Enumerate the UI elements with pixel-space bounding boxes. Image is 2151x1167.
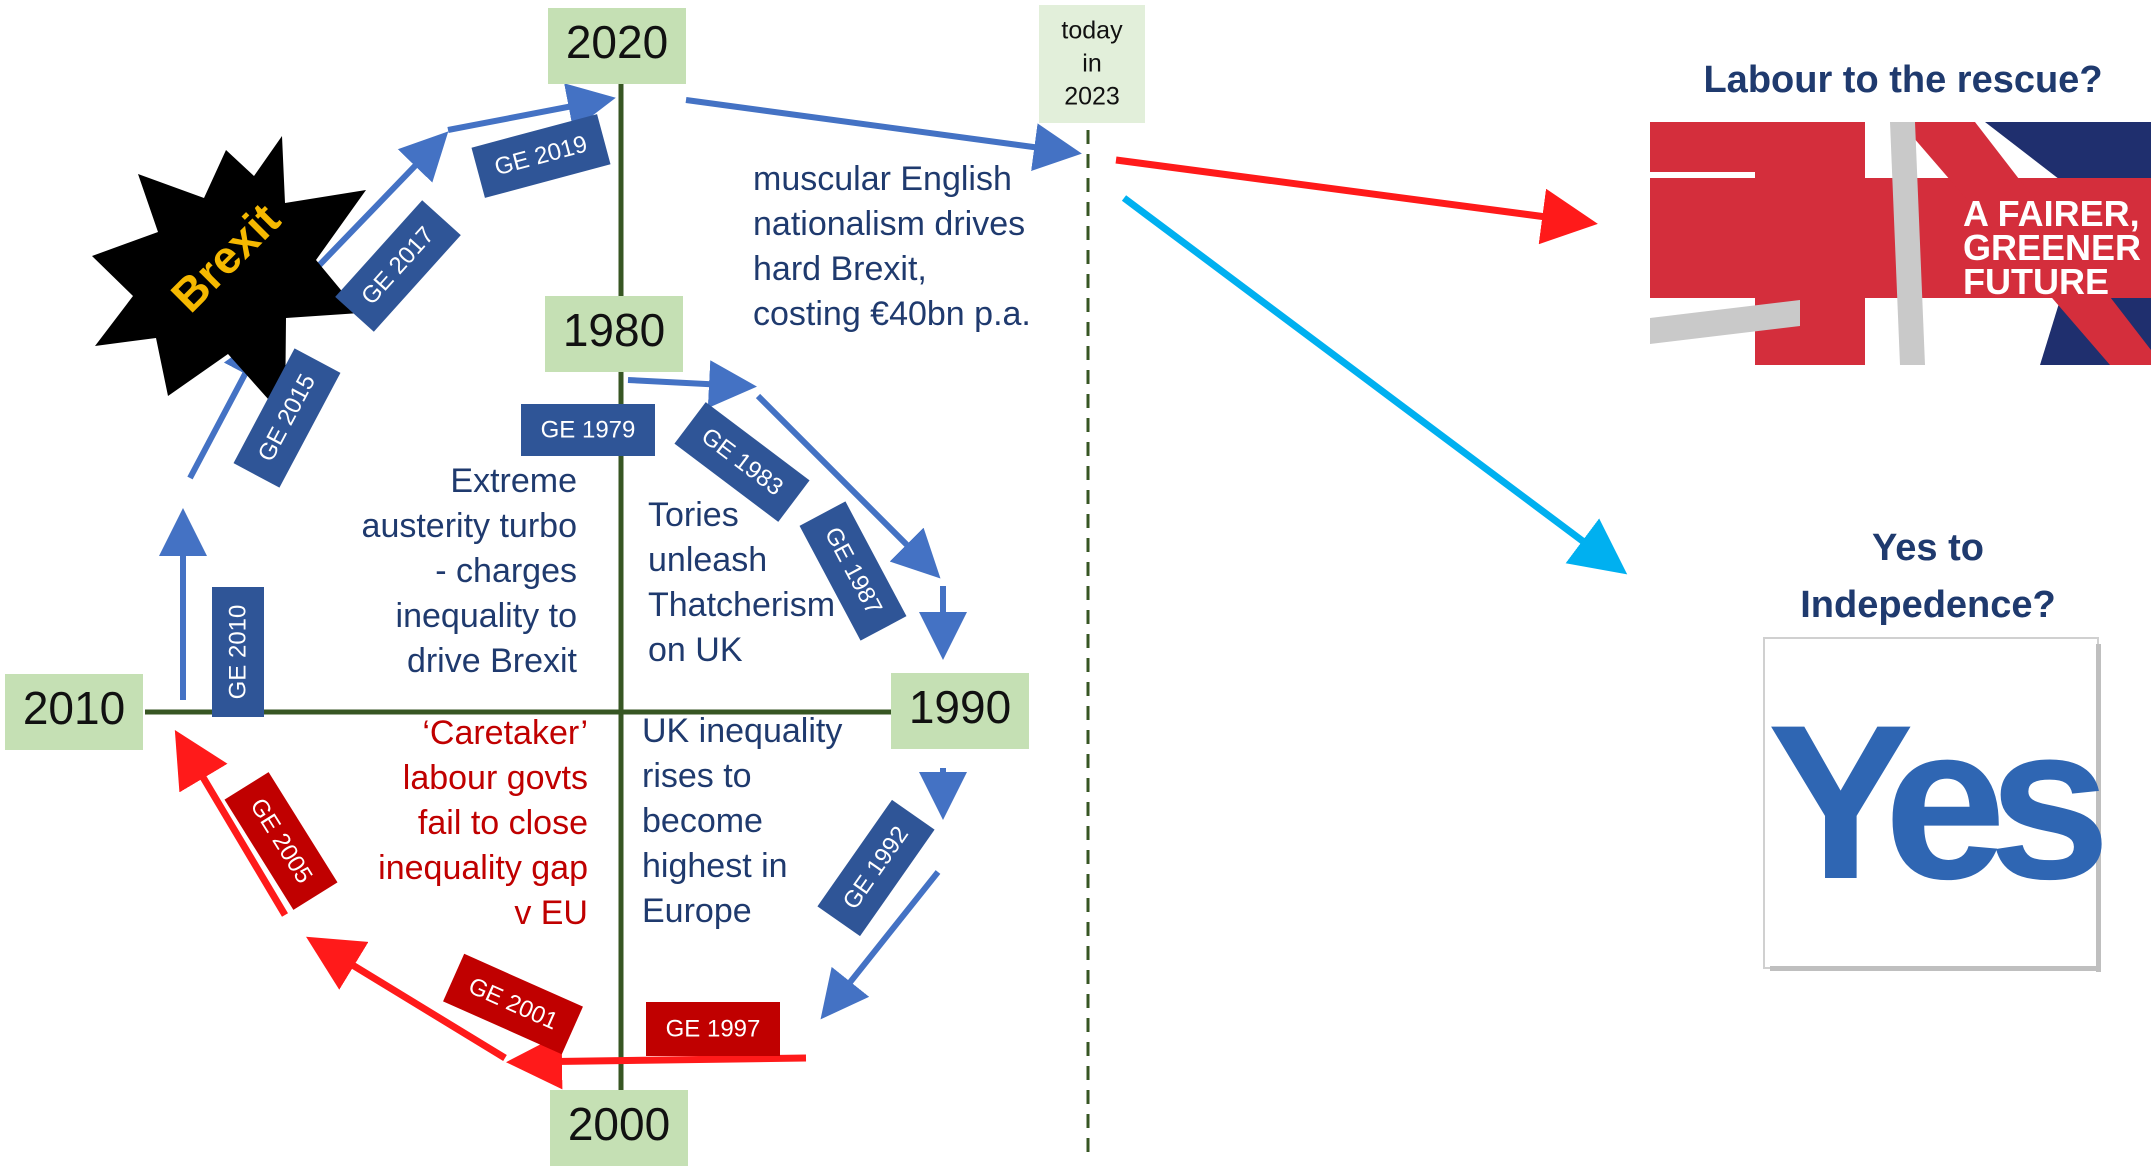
svg-text:GREENER: GREENER [1963, 227, 2141, 268]
yes-logo-card: Yes [1763, 637, 2120, 972]
svg-text:labour govts: labour govts [403, 759, 588, 797]
svg-text:Extreme: Extreme [450, 462, 577, 500]
svg-text:costing €40bn p.a.: costing €40bn p.a. [753, 295, 1031, 333]
svg-text:2020: 2020 [566, 16, 668, 68]
election-label-ge2010: GE 2010 [212, 587, 264, 717]
svg-text:on UK: on UK [648, 631, 743, 669]
svg-text:2010: 2010 [23, 682, 125, 734]
year-box-2010: 2010 [5, 674, 143, 750]
election-label-ge2019: GE 2019 [471, 114, 611, 198]
svg-text:nationalism drives: nationalism drives [753, 205, 1025, 243]
svg-text:in: in [1082, 50, 1101, 78]
svg-text:highest in: highest in [642, 847, 788, 885]
arrow-today-independence [1121, 195, 1628, 575]
brexit-starburst [92, 136, 366, 418]
arrow-1997-2001 [506, 1033, 807, 1090]
labour-heading: Labour to the rescue? [1703, 59, 2102, 101]
svg-text:become: become [642, 802, 763, 840]
svg-text:today: today [1061, 17, 1123, 45]
election-label-ge1979: GE 1979 [521, 404, 655, 456]
svg-text:inequality gap: inequality gap [378, 849, 588, 887]
svg-text:1990: 1990 [909, 681, 1011, 733]
arrow-1983-1990 [755, 393, 941, 579]
svg-text:v EU: v EU [514, 894, 588, 932]
year-box-2000: 2000 [550, 1090, 688, 1166]
independence-heading-line2: Indepedence? [1800, 584, 2056, 626]
year-box-1980: 1980 [545, 296, 683, 372]
independence-heading-line1: Yes to [1872, 527, 1984, 569]
svg-text:Yes: Yes [1767, 679, 2102, 925]
svg-text:- charges: - charges [435, 552, 577, 590]
arrow-2001-2005 [306, 936, 507, 1061]
svg-text:‘Caretaker’: ‘Caretaker’ [422, 714, 588, 752]
election-label-ge1997: GE 1997 [646, 1002, 780, 1056]
today-box: today in 2023 [1039, 5, 1145, 123]
svg-text:fail to close: fail to close [418, 804, 588, 842]
svg-text:GE 1997: GE 1997 [666, 1015, 761, 1042]
note-caretaker: ‘Caretaker’ labour govts fail to close i… [378, 714, 588, 932]
note-brexit-nationalism: muscular English nationalism drives hard… [753, 160, 1031, 333]
note-austerity: Extreme austerity turbo - charges inequa… [362, 462, 578, 680]
svg-text:Europe: Europe [642, 892, 752, 930]
note-thatcherism: Tories unleash Thatcherism on UK [648, 496, 835, 669]
svg-text:A FAIRER,: A FAIRER, [1963, 193, 2140, 234]
arrow-2020-today [685, 97, 1082, 171]
arrow-2005-2010 [174, 729, 289, 917]
arrow-2017-2019 [447, 83, 616, 133]
svg-text:GE 2010: GE 2010 [224, 605, 251, 700]
labour-poster: A FAIRER, GREENER FUTURE [1650, 122, 2151, 365]
arrow-today-labour [1115, 156, 1598, 245]
svg-text:Tories: Tories [648, 496, 739, 534]
election-label-ge1992: GE 1992 [817, 799, 935, 937]
svg-text:2023: 2023 [1064, 83, 1120, 111]
svg-text:austerity turbo: austerity turbo [362, 507, 577, 545]
note-inequality: UK inequality rises to become highest in… [642, 712, 842, 930]
svg-text:Thatcherism: Thatcherism [648, 586, 835, 624]
election-label-ge2017: GE 2017 [335, 200, 461, 332]
svg-text:UK inequality: UK inequality [642, 712, 842, 750]
svg-text:rises to: rises to [642, 757, 752, 795]
svg-text:GE 1979: GE 1979 [541, 416, 636, 443]
arrow-1980-1983 [627, 360, 757, 409]
election-label-ge2001: GE 2001 [443, 953, 583, 1055]
arrow-1992-1997 [820, 870, 941, 1020]
svg-text:FUTURE: FUTURE [1963, 261, 2109, 302]
svg-text:2000: 2000 [568, 1098, 670, 1150]
svg-text:muscular English: muscular English [753, 160, 1012, 198]
svg-text:unleash: unleash [648, 541, 767, 579]
svg-text:hard Brexit,: hard Brexit, [753, 250, 927, 288]
year-box-1990: 1990 [891, 673, 1029, 749]
svg-text:inequality to: inequality to [396, 597, 577, 635]
year-box-2020: 2020 [548, 8, 686, 84]
svg-text:1980: 1980 [563, 304, 665, 356]
svg-text:drive Brexit: drive Brexit [407, 642, 578, 680]
